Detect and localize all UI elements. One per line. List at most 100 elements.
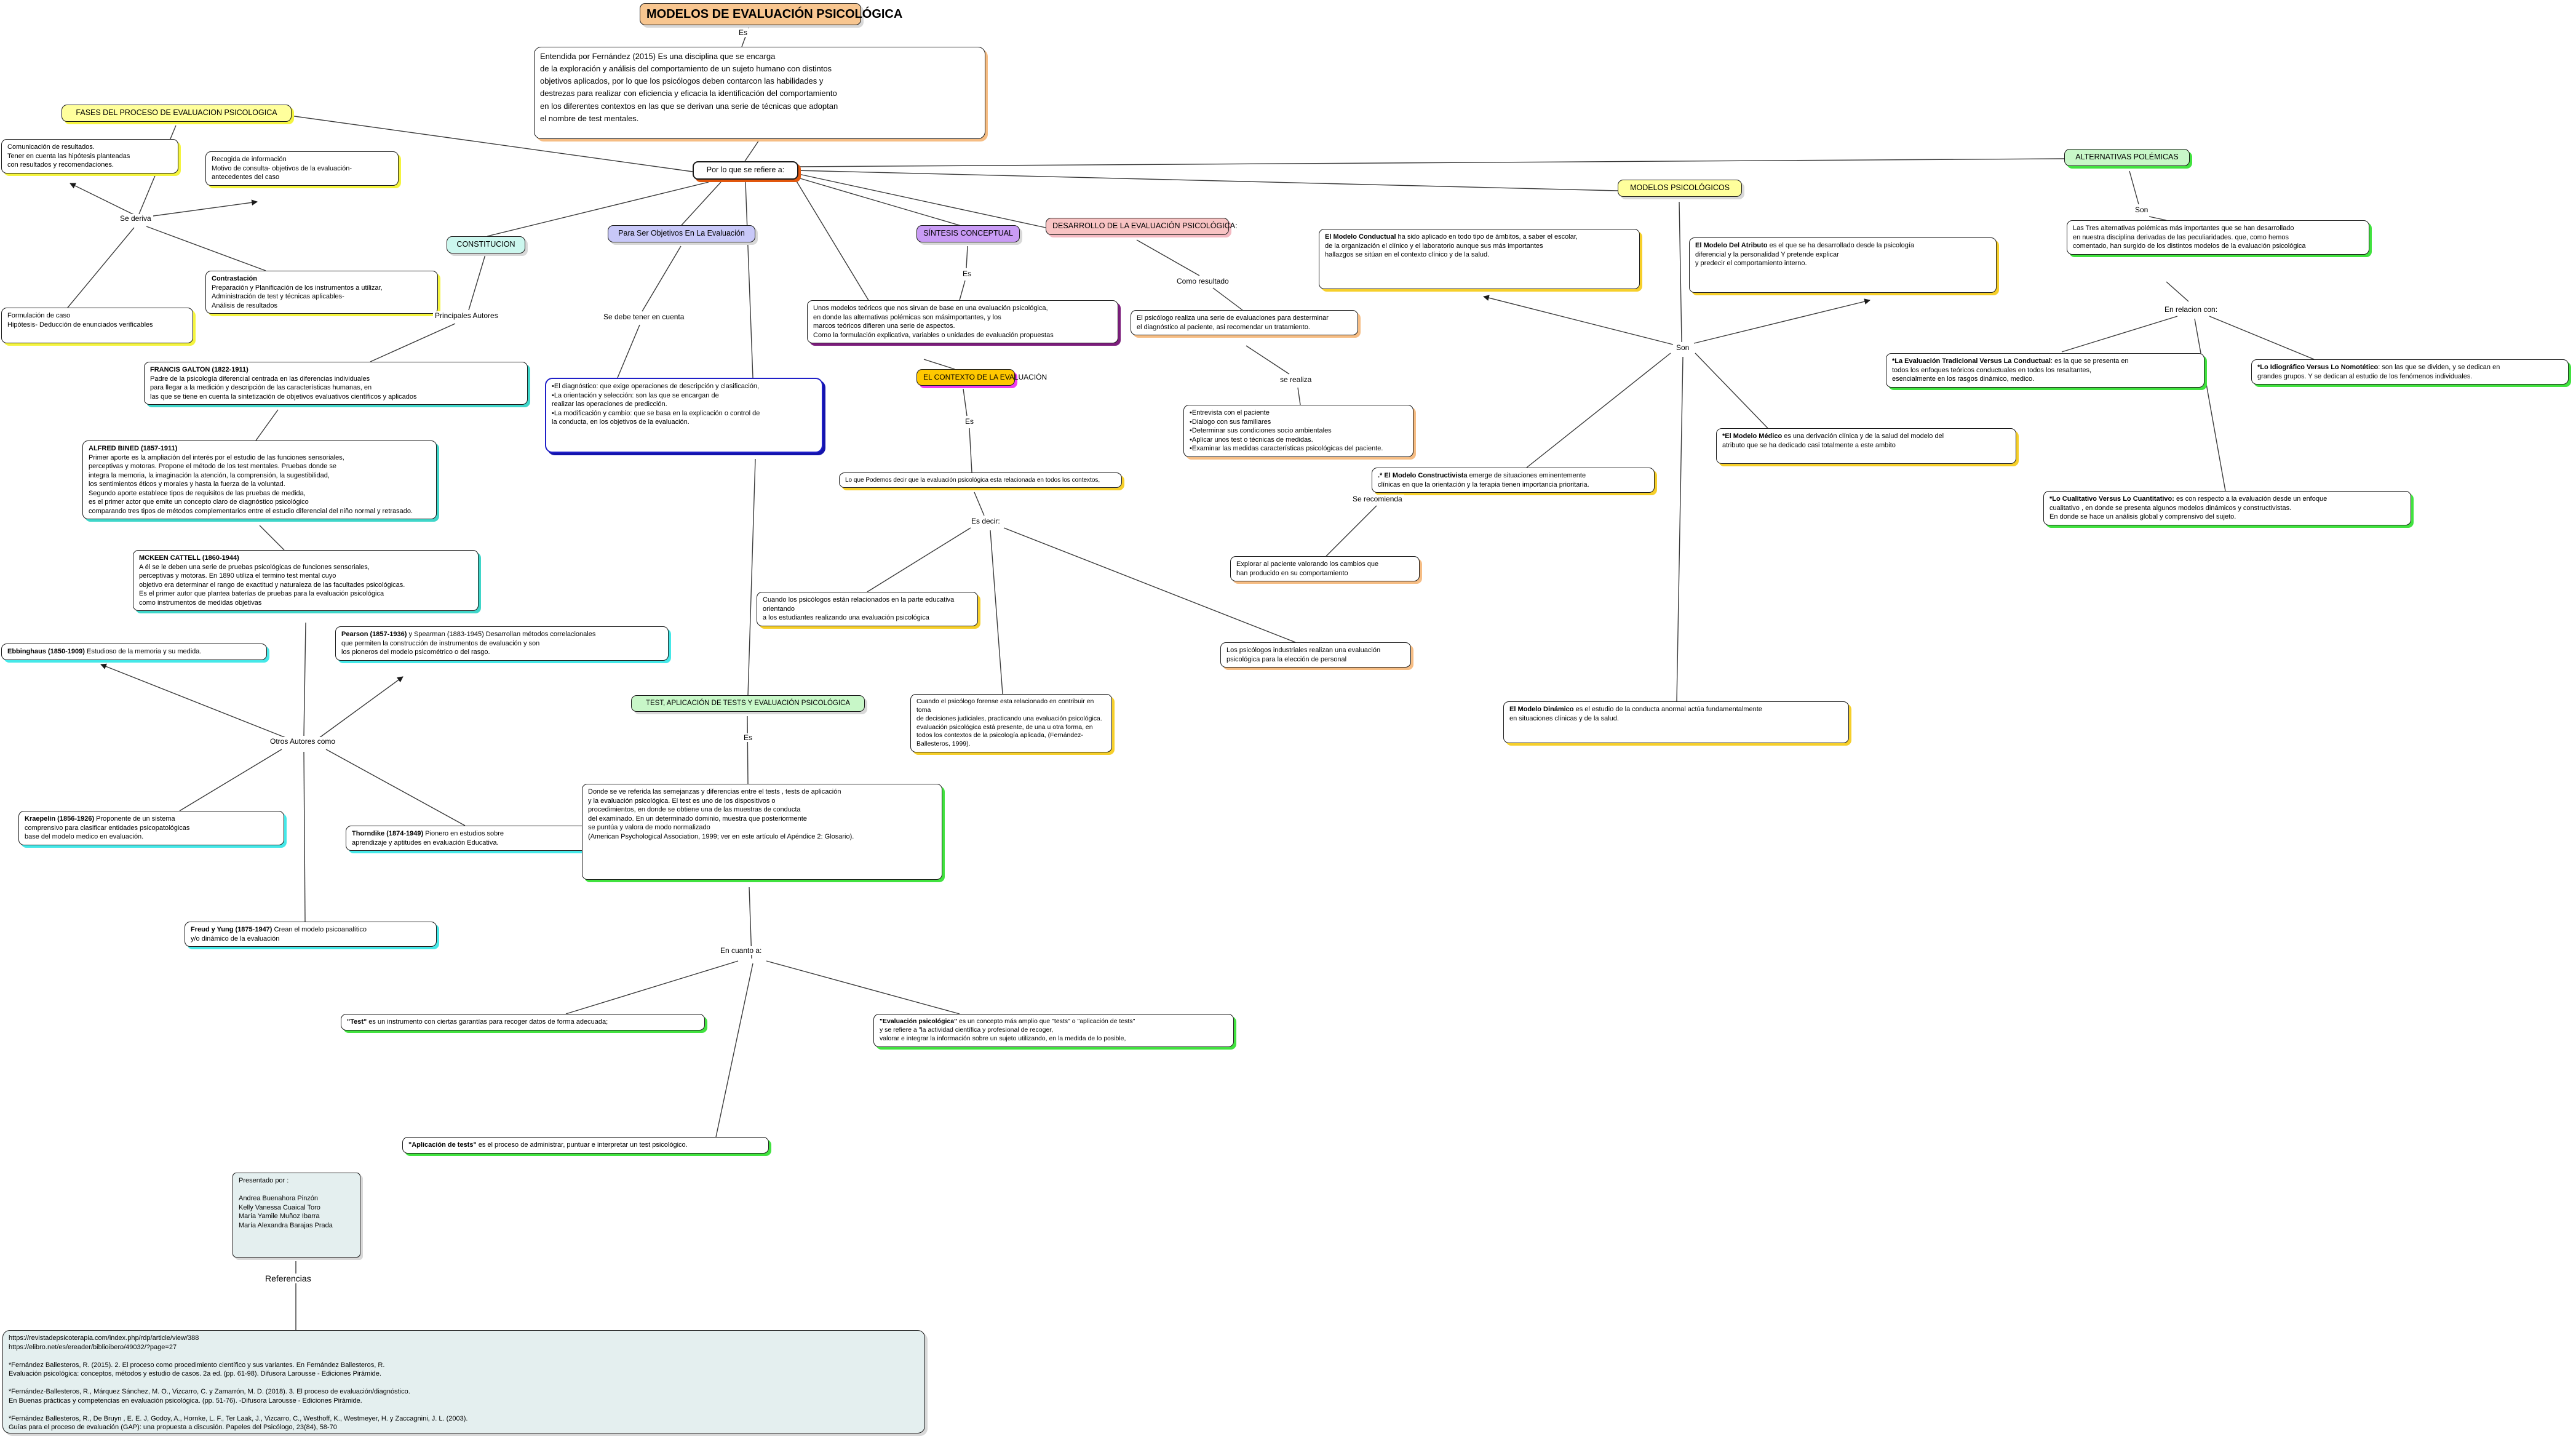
node-alternativas-polemicas[interactable]: ALTERNATIVAS POLÉMICAS [2064,149,2190,166]
node-thorndike[interactable]: Thorndike (1874-1949) Pionero en estudio… [346,826,597,851]
node-modelo-dinamico[interactable]: El Modelo Dinámico es el estudio de la c… [1503,701,1849,743]
node-unos-modelos-teoricos[interactable]: Unos modelos teóricos que nos sirvan de … [807,300,1118,344]
connector-line [1136,239,1200,276]
connector-line [370,323,456,362]
node-psicologo-realiza[interactable]: El psicólogo realiza una serie de evalua… [1131,310,1358,336]
node-modelo-conductual[interactable]: El Modelo Conductual ha sido aplicado en… [1319,229,1640,289]
connector-line [1297,387,1301,405]
connector-line [2166,281,2189,302]
node-evaluacion-psicologica-definicion[interactable]: "Evaluación psicológica" es un concepto … [873,1014,1234,1047]
node-aplicacion-de-tests-definicion[interactable]: "Aplicación de tests" es el proceso de a… [402,1137,769,1154]
connector-line [795,158,2065,167]
connector-line [1212,287,1243,311]
connector-line [867,527,971,592]
node-tradicional-vs-conductual[interactable]: *La Evaluación Tradicional Versus La Con… [1886,353,2204,388]
label-principales-autores: Principales Autores [433,311,500,320]
node-mckeen-cattell[interactable]: MCKEEN CATTELL (1860-1944) A él se le de… [133,550,479,612]
node-psicologo-forense[interactable]: Cuando el psicólogo forense esta relacio… [910,694,1112,753]
node-lo-que-podemos-decir[interactable]: Lo que Podemos decir que la evaluación p… [839,472,1122,488]
connector-line [2149,216,2167,221]
connector-line [617,324,640,378]
connector-line [745,181,753,378]
node-entrevista-lista[interactable]: •Entrevista con el paciente •Dialogo con… [1183,405,1413,457]
label-se-debe-tener: Se debe tener en cuenta [602,313,686,321]
connector-line [642,245,682,312]
node-constitucion[interactable]: CONSTITUCION [447,236,525,253]
label-es-3: Es [963,417,976,426]
node-main-title[interactable]: MODELOS DE EVALUACIÓN PSICOLÓGICA [640,3,902,25]
node-referencias[interactable]: https://revistadepsicoterapia.com/index.… [2,1330,925,1433]
node-modelo-atributo[interactable]: El Modelo Del Atributo es el que se ha d… [1689,237,1997,293]
connector-line [744,140,760,162]
connector-line [974,492,985,516]
connector-line [468,254,486,311]
node-para-ser-objetivos[interactable]: Para Ser Objetivos En La Evaluación [608,225,755,242]
node-cualitativo-vs-cuantitativo[interactable]: *Lo Cualitativo Versus Lo Cuantitativo: … [2043,491,2411,525]
node-formulacion-caso[interactable]: Formulación de caso Hipótesis- Deducción… [1,308,193,343]
node-donde-se-ve-referida[interactable]: Donde se ve referida las semejanzas y di… [582,784,942,880]
node-kraepelin[interactable]: Kraepelin (1856-1926) Proponente de un s… [18,811,284,845]
node-recogida-informacion[interactable]: Recogida de información Motivo de consul… [205,151,399,186]
label-son-2: Son [2133,205,2150,214]
connector-line [100,663,291,740]
connector-line [747,458,756,696]
label-es-2: Es [961,269,974,278]
node-modelo-constructivista[interactable]: .* El Modelo Constructivista emerge de s… [1372,468,1655,493]
label-en-relacion-con: En relacion con: [2163,305,2220,314]
node-contexto-evaluacion[interactable]: EL CONTEXTO DE LA EVALUACIÓN [916,369,1047,386]
connector-line [963,388,968,417]
node-contrastacion[interactable]: Contrastación Preparación y Planificació… [205,271,438,314]
label-es-1: Es [737,28,750,37]
connector-line [1246,345,1290,375]
connector-line [747,716,749,784]
node-modelo-medico[interactable]: *El Modelo Médico es una derivación clín… [1716,428,2016,464]
node-desarrollo-evaluacion[interactable]: DESARROLLO DE LA EVALUACIÓN PSICOLÓGICA: [1046,218,1238,235]
node-pearson-spearman[interactable]: Pearson (1857-1936) y Spearman (1883-194… [335,626,669,661]
connector-line [2061,316,2178,353]
node-sintesis-conceptual[interactable]: SÍNTESIS CONCEPTUAL [916,225,1020,242]
node-comunicacion-resultados[interactable]: Comunicación de resultados. Tener en cue… [1,139,178,173]
node-psicologos-industriales[interactable]: Los psicólogos industriales realizan una… [1220,642,1411,668]
connector-line [795,177,964,227]
node-las-tres-alternativas[interactable]: Las Tres alternativas polémicas más impo… [2067,220,2369,255]
connector-line [255,409,279,441]
node-definition[interactable]: Entendida por Fernández (2015) Es una di… [534,47,985,139]
node-idiografico-vs-nomotetico[interactable]: *Lo Idiográfico Versus Lo Nomotético: so… [2251,359,2569,385]
connector-line [923,359,955,370]
connector-line [565,960,739,1014]
connector-line [487,181,709,237]
node-hub-por-lo-que[interactable]: Por lo que se refiere a: [693,161,798,180]
connector-line [303,751,306,922]
connector-line [795,173,1046,228]
node-explorar-paciente[interactable]: Explorar al paciente valorando los cambi… [1230,556,1420,582]
connector-line [795,180,869,301]
node-test-definicion[interactable]: "Test" es un instrumento con ciertas gar… [341,1014,705,1030]
connector-line [290,115,693,172]
connector-line [1483,295,1674,345]
connector-line [179,749,282,811]
node-presentado-por[interactable]: Presentado por : Andrea Buenahora Pinzón… [233,1173,360,1258]
node-alfred-bined[interactable]: ALFRED BINED (1857-1911) Primer aporte e… [82,440,437,520]
node-francis-galton[interactable]: FRANCIS GALTON (1822-1911) Padre de la p… [144,362,528,405]
connector-line [766,960,960,1014]
connector-line [1679,201,1682,343]
connector-line [1003,527,1296,643]
label-se-recomienda: Se recomienda [1351,495,1404,503]
node-psicologos-educativa[interactable]: Cuando los psicólogos están relacionados… [757,592,978,626]
label-referencias: Referencias [263,1274,313,1283]
node-fases-proceso[interactable]: FASES DEL PROCESO DE EVALUACION PSICOLOG… [62,105,292,122]
node-ebbinghaus[interactable]: Ebbinghaus (1850-1909) Estudioso de la m… [1,644,267,660]
node-test-aplicacion-header[interactable]: TEST, APLICACIÓN DE TESTS Y EVALUACIÓN P… [631,695,865,712]
node-freud-yung[interactable]: Freud y Yung (1875-1947) Crean el modelo… [185,922,437,947]
label-son-1: Son [1674,343,1691,352]
connector-line [1326,505,1377,557]
connector-line [681,181,722,226]
label-otros-autores: Otros Autores como [268,737,338,746]
connector-line [959,280,966,301]
node-modelos-psicologicos[interactable]: MODELOS PSICOLÓGICOS [1618,180,1742,197]
node-diagnostico-orientacion[interactable]: •El diagnóstico: que exige operaciones d… [545,378,823,453]
connector-line [1693,298,1870,344]
label-se-deriva: Se deriva [118,214,153,223]
connector-line [318,676,403,739]
